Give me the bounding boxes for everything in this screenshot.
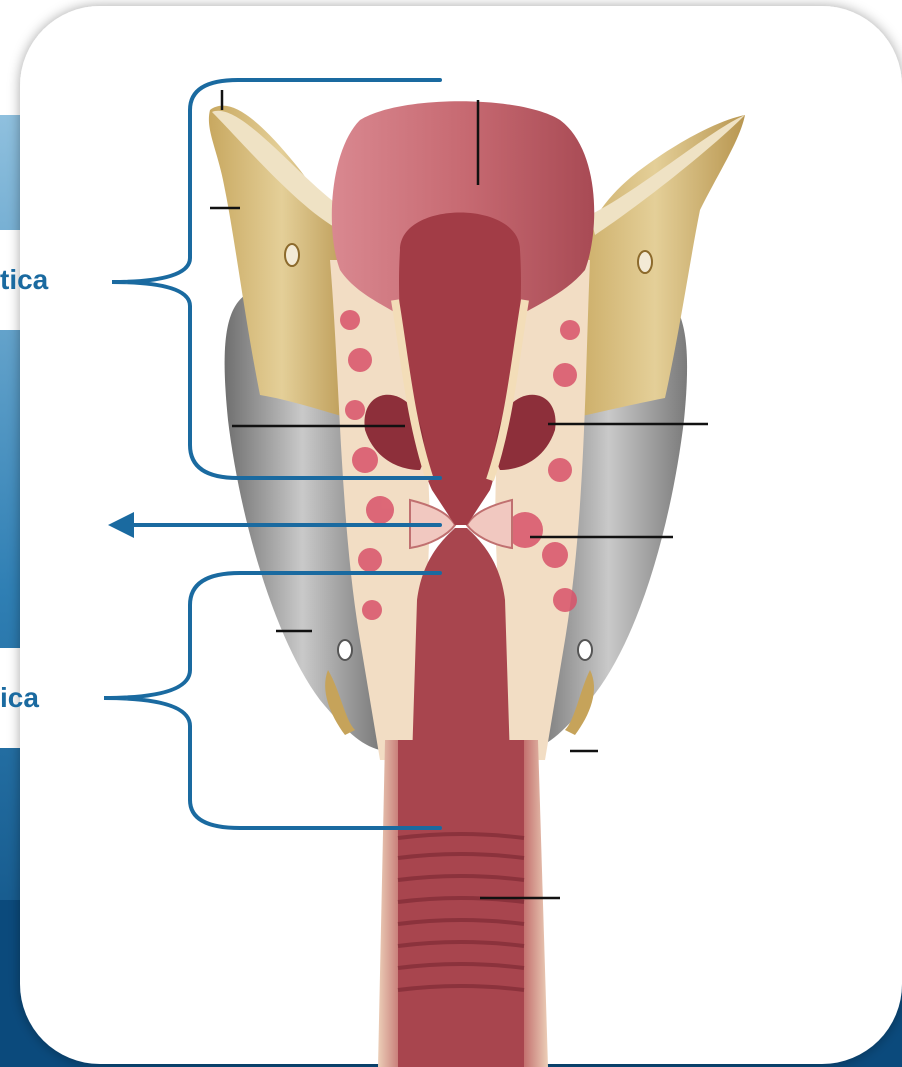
lower-region-label: ica (0, 682, 39, 714)
upper-region-label: tica (0, 264, 48, 296)
